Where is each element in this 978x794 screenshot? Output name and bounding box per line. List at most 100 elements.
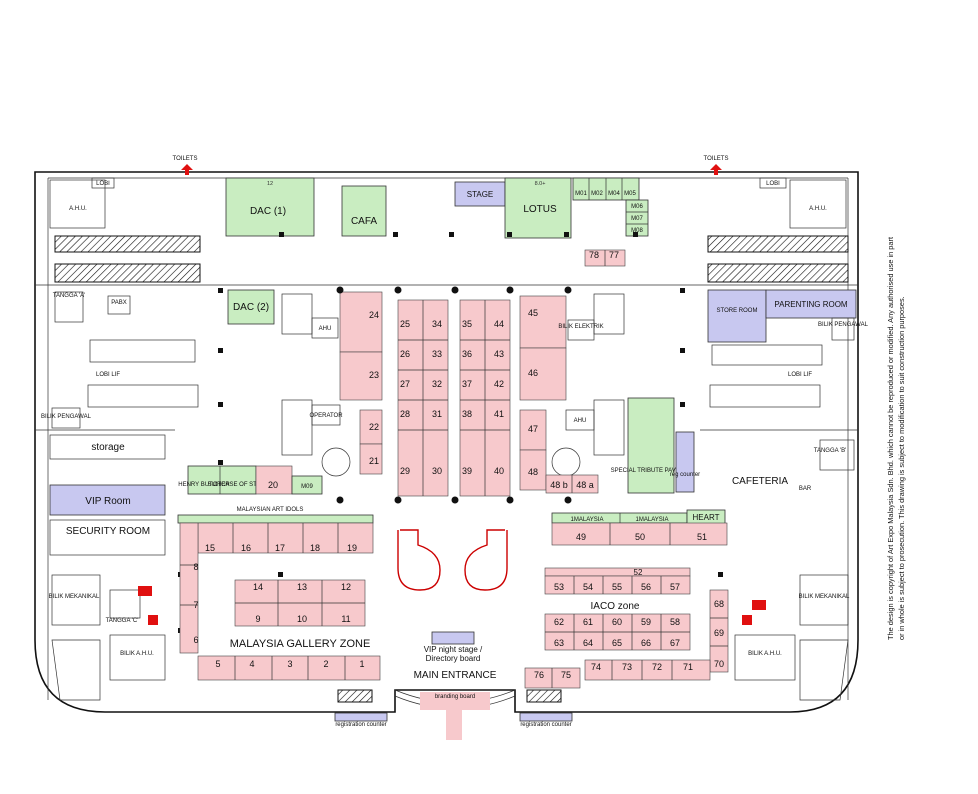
svg-text:47: 47 (528, 424, 538, 434)
booth-28[interactable]: 28 (400, 409, 410, 419)
booth-56[interactable]: 56 (641, 582, 651, 592)
dac1-area[interactable] (225, 177, 315, 237)
booth-26[interactable]: 26 (400, 349, 410, 359)
booth-24[interactable] (339, 291, 383, 353)
booth-73[interactable]: 73 (622, 662, 632, 672)
booth-78[interactable]: 78 (589, 250, 599, 260)
parenting-room[interactable] (765, 289, 857, 319)
svg-text:BILIK A.H.U.: BILIK A.H.U. (748, 651, 782, 657)
booth-58[interactable]: 58 (670, 617, 680, 627)
booth-27[interactable]: 27 (400, 379, 410, 389)
booth-60[interactable]: 60 (612, 617, 622, 627)
booth-5[interactable]: 5 (215, 659, 220, 669)
booth-30[interactable]: 30 (432, 466, 442, 476)
vip-room[interactable] (49, 484, 166, 516)
booth-41[interactable]: 41 (494, 409, 504, 419)
storage-room[interactable] (49, 434, 166, 460)
booth-7[interactable]: 7 (193, 600, 198, 610)
dac2-area[interactable] (227, 289, 275, 325)
booth-63[interactable]: 63 (554, 638, 564, 648)
booth-49[interactable]: 49 (576, 532, 586, 542)
store-room[interactable] (707, 289, 767, 343)
booth-72[interactable]: 72 (652, 662, 662, 672)
booth-18[interactable]: 18 (310, 543, 320, 553)
booth-50[interactable]: 50 (635, 532, 645, 542)
dac2-label: DAC (2) (233, 302, 269, 313)
booth-54[interactable]: 54 (583, 582, 593, 592)
lotus-area[interactable] (504, 177, 572, 239)
booth-55[interactable]: 55 (612, 582, 622, 592)
booth-69[interactable]: 69 (714, 628, 724, 638)
booth-74[interactable]: 74 (591, 662, 601, 672)
booth-15[interactable]: 15 (205, 543, 215, 553)
booth-10[interactable]: 10 (297, 614, 307, 624)
booth-9[interactable]: 9 (255, 614, 260, 624)
booth-40[interactable]: 40 (494, 466, 504, 476)
booth-62[interactable]: 62 (554, 617, 564, 627)
booth-38[interactable]: 38 (462, 409, 472, 419)
reg-counter-area[interactable] (675, 431, 695, 493)
booth-36[interactable]: 36 (462, 349, 472, 359)
booth-11[interactable]: 11 (341, 614, 350, 624)
booth-1[interactable]: 1 (359, 659, 364, 669)
booth-51[interactable]: 51 (697, 532, 707, 542)
booth-3[interactable]: 3 (287, 659, 292, 669)
booth-31[interactable]: 31 (432, 409, 442, 419)
booth-64[interactable]: 64 (583, 638, 593, 648)
cafa-area[interactable] (341, 185, 387, 237)
booth-61[interactable]: 61 (583, 617, 593, 627)
booth-66[interactable]: 66 (641, 638, 651, 648)
security-room[interactable] (49, 519, 166, 556)
booth-43[interactable]: 43 (494, 349, 504, 359)
booth-14[interactable]: 14 (253, 582, 263, 592)
m09-booth[interactable] (291, 475, 323, 495)
svg-text:22: 22 (369, 422, 379, 432)
booth-53[interactable]: 53 (554, 582, 564, 592)
booth-2[interactable]: 2 (323, 659, 328, 669)
booth-57[interactable]: 57 (670, 582, 680, 592)
booth-77[interactable]: 77 (609, 250, 619, 260)
booth-19[interactable]: 19 (347, 543, 357, 553)
booth-25[interactable]: 25 (400, 319, 410, 329)
svg-text:21: 21 (369, 456, 379, 466)
booth-4[interactable]: 4 (249, 659, 254, 669)
booth-75[interactable]: 75 (561, 670, 571, 680)
booth-47[interactable] (519, 409, 547, 451)
svg-text:The design is copyright of Art: The design is copyright of Art Expo Mala… (886, 237, 895, 640)
booth-8[interactable]: 8 (193, 562, 198, 572)
booth-67[interactable]: 67 (670, 638, 680, 648)
booth-65[interactable]: 65 (612, 638, 622, 648)
booth-29[interactable]: 29 (400, 466, 410, 476)
booth-48a[interactable]: 48 a (576, 480, 594, 490)
booth-12[interactable]: 12 (341, 582, 351, 592)
booth-76[interactable]: 76 (534, 670, 544, 680)
booth-32[interactable]: 32 (432, 379, 442, 389)
booth-6[interactable]: 6 (193, 635, 198, 645)
booth-17[interactable]: 17 (275, 543, 285, 553)
booth-13[interactable]: 13 (297, 582, 307, 592)
booth-44[interactable]: 44 (494, 319, 504, 329)
vip-night-stage[interactable] (431, 631, 475, 645)
booth-35[interactable]: 35 (462, 319, 472, 329)
booth-70[interactable]: 70 (714, 659, 724, 669)
registration-counter-left[interactable] (334, 712, 388, 722)
booth-37[interactable]: 37 (462, 379, 472, 389)
booth-71[interactable]: 71 (683, 662, 693, 672)
booth-48b[interactable]: 48 b (550, 480, 568, 490)
booth-68[interactable]: 68 (714, 599, 724, 609)
booth-33[interactable]: 33 (432, 349, 442, 359)
registration-counter-right[interactable] (519, 712, 573, 722)
booth-59[interactable]: 59 (641, 617, 651, 627)
branding-board[interactable] (420, 692, 490, 710)
booth-39[interactable]: 39 (462, 466, 472, 476)
booth-21[interactable] (359, 443, 383, 475)
booth-34[interactable]: 34 (432, 319, 442, 329)
booth-16[interactable]: 16 (241, 543, 251, 553)
booth-42[interactable]: 42 (494, 379, 504, 389)
booth-46[interactable] (519, 347, 567, 401)
booth-52[interactable]: 52 (634, 568, 643, 577)
special-tribute-pavilion[interactable] (627, 397, 675, 494)
booth-45[interactable] (519, 295, 567, 349)
booth-23[interactable] (339, 351, 383, 401)
booth-48[interactable] (519, 449, 547, 491)
